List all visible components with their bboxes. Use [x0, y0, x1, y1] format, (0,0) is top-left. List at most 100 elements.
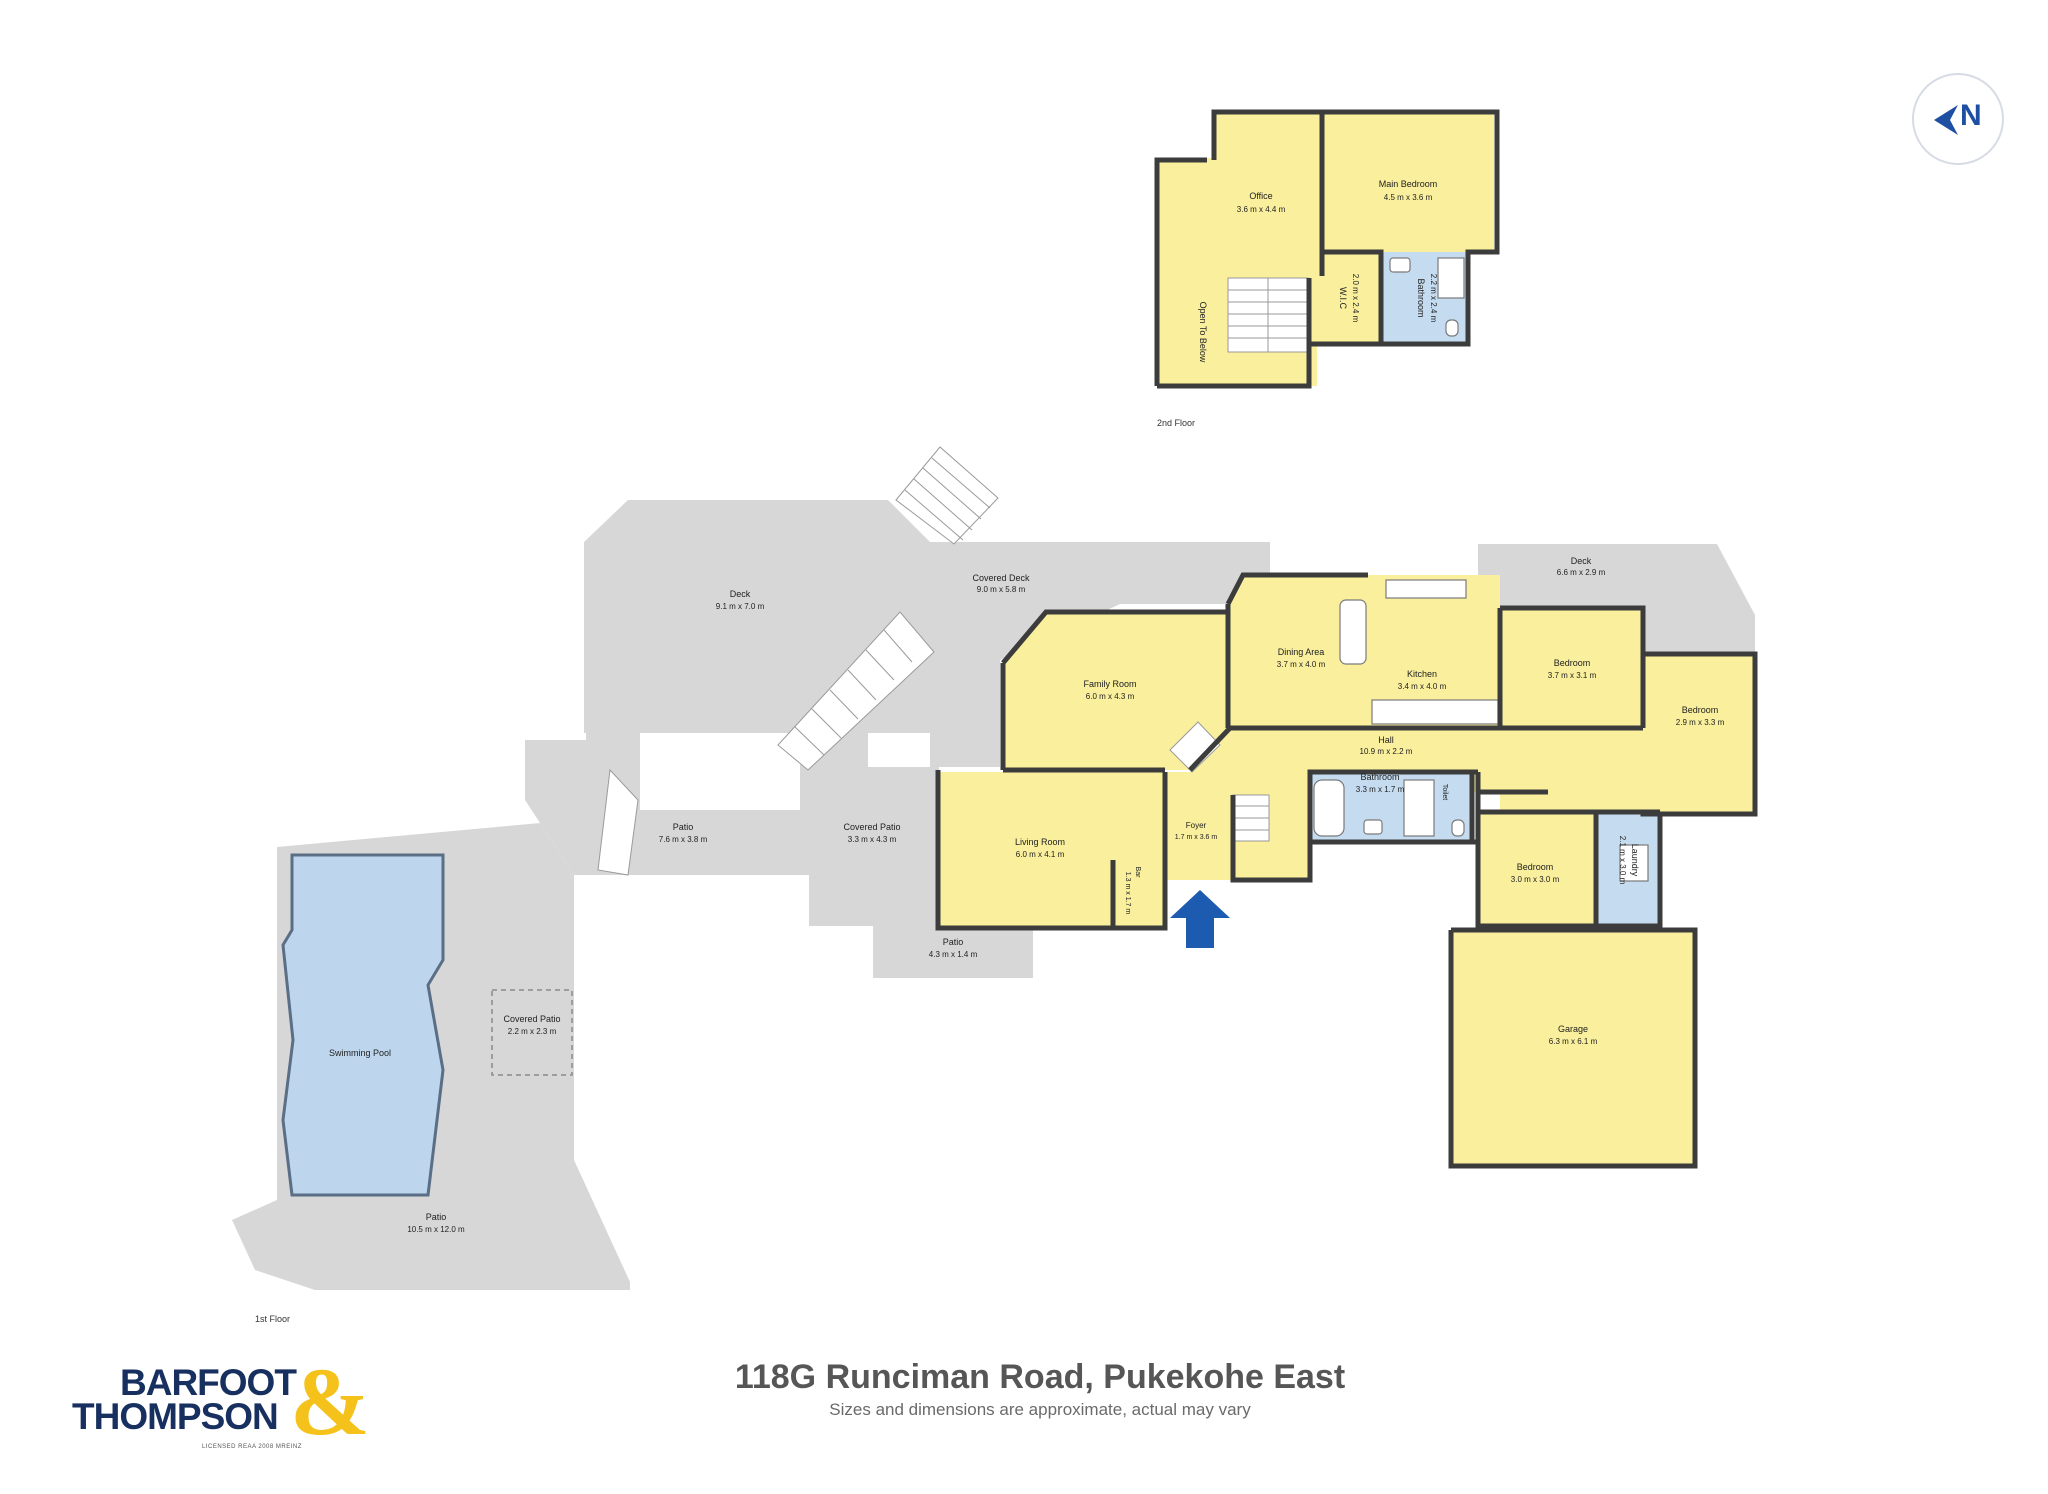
- living-room-label: Living Room: [1015, 837, 1065, 847]
- deck-side-label: Deck: [1571, 556, 1592, 566]
- first-floor-labels: Deck 9.1 m x 7.0 m Covered Deck 9.0 m x …: [255, 556, 1725, 1324]
- interior-stairs: [1169, 721, 1270, 842]
- dining-area-shape: [1228, 575, 1368, 728]
- property-address: 118G Runciman Road, Pukekohe East: [734, 1358, 1346, 1396]
- deck-main-dim: 9.1 m x 7.0 m: [716, 602, 765, 611]
- swimming-pool-shape: [281, 853, 445, 1197]
- swimming-pool-label: Swimming Pool: [329, 1048, 391, 1058]
- patio-1-label: Patio: [673, 822, 694, 832]
- garage-shape: [1451, 930, 1695, 1166]
- fixtures: [1313, 257, 1649, 882]
- bar-label: Bar: [1134, 867, 1141, 879]
- logo-line-1: BARFOOT: [120, 1362, 297, 1403]
- second-floor-label: 2nd Floor: [1157, 418, 1195, 428]
- kitchen-counter-icon: [1371, 699, 1499, 725]
- patio-1-dim: 7.6 m x 3.8 m: [659, 835, 708, 844]
- office-room: [1207, 160, 1321, 276]
- bedroom-1-shape: [1500, 608, 1643, 728]
- stair-treads-upper: [1228, 278, 1308, 352]
- patio-3-dim: 10.5 m x 12.0 m: [407, 1225, 465, 1234]
- family-room-label: Family Room: [1083, 679, 1136, 689]
- garage-dim: 6.3 m x 6.1 m: [1549, 1037, 1598, 1046]
- patio-2-dim: 4.3 m x 1.4 m: [929, 950, 978, 959]
- ensuite-label: Bathroom: [1416, 278, 1426, 317]
- logo-ampersand: &: [290, 1348, 370, 1455]
- bathroom-label: Bathroom: [1360, 772, 1399, 782]
- main-bedroom-label: Main Bedroom: [1379, 179, 1438, 189]
- bathroom-dim: 3.3 m x 1.7 m: [1356, 785, 1405, 794]
- office-label: Office: [1249, 191, 1272, 201]
- deck-main-label: Deck: [730, 589, 751, 599]
- bedroom-2-dim: 2.9 m x 3.3 m: [1676, 718, 1725, 727]
- bedroom-3-label: Bedroom: [1517, 862, 1554, 872]
- logo-line-2: THOMPSON: [72, 1396, 279, 1437]
- kitchen-dim: 3.4 m x 4.0 m: [1398, 682, 1447, 691]
- shower-icon: [1403, 779, 1435, 837]
- north-compass: N: [1912, 73, 2004, 165]
- toilet-label: Toilet: [1441, 784, 1448, 800]
- kitchen-bench-icon: [1385, 579, 1467, 599]
- bar-shape: [1113, 860, 1165, 926]
- bedroom-1-label: Bedroom: [1554, 658, 1591, 668]
- laundry-label: Laundry: [1630, 844, 1640, 877]
- open-to-below-label: Open To Below: [1198, 302, 1208, 363]
- covered-deck-dim: 9.0 m x 5.8 m: [977, 585, 1026, 594]
- disclaimer-text: Sizes and dimensions are approximate, ac…: [829, 1400, 1251, 1419]
- office-room-top: [1214, 112, 1322, 164]
- bedroom-2-shape: [1643, 654, 1755, 814]
- compass-arrow-icon: [1934, 105, 1958, 135]
- bedroom-2-label: Bedroom: [1682, 705, 1719, 715]
- deck-side-dim: 6.6 m x 2.9 m: [1557, 568, 1606, 577]
- covered-patio-1-label: Covered Patio: [843, 822, 900, 832]
- logo-licence: LICENSED REAA 2008 MREINZ: [202, 1444, 302, 1450]
- family-room-dim: 6.0 m x 4.3 m: [1086, 692, 1135, 701]
- wic-dim: 2.0 m x 2.4 m: [1351, 274, 1360, 323]
- deck-stairs: [597, 446, 999, 876]
- bar-dim: 1.3 m x 1.7 m: [1124, 872, 1131, 915]
- foyer-dim: 1.7 m x 3.6 m: [1175, 834, 1218, 841]
- deck-side-shape: [1478, 544, 1755, 654]
- first-floor-label: 1st Floor: [255, 1314, 290, 1324]
- ensuite-toilet-icon: [1445, 319, 1459, 337]
- main-bedroom-dim: 4.5 m x 3.6 m: [1384, 193, 1433, 202]
- entry-arrow-icon: [1170, 890, 1230, 948]
- brand-logo: & BARFOOT THOMPSON LICENSED REAA 2008 MR…: [70, 1354, 370, 1462]
- bathtub-icon: [1313, 779, 1345, 837]
- ensuite-sink-icon: [1389, 257, 1411, 273]
- covered-deck-label: Covered Deck: [972, 573, 1030, 583]
- bedroom-3-shape: [1478, 812, 1596, 926]
- first-floor-walls: [935, 572, 1758, 1169]
- wic-label: W.I.C: [1338, 287, 1348, 309]
- ensuite-dim: 2.2 m x 2.4 m: [1429, 274, 1438, 323]
- covered-patio-2-label: Covered Patio: [503, 1014, 560, 1024]
- garage-label: Garage: [1558, 1024, 1588, 1034]
- first-floor-interior: [935, 257, 1758, 1169]
- covered-patio-2-dim: 2.2 m x 2.3 m: [508, 1027, 557, 1036]
- ensuite-shower-icon: [1437, 257, 1465, 299]
- hall-label: Hall: [1378, 735, 1394, 745]
- kitchen-island-icon: [1339, 599, 1367, 665]
- main-bedroom-room: [1322, 112, 1494, 252]
- courtyard-gap: [640, 735, 800, 810]
- patio-2-label: Patio: [943, 937, 964, 947]
- sink-icon: [1363, 819, 1383, 835]
- toilet-icon: [1451, 819, 1465, 837]
- dining-area-label: Dining Area: [1278, 647, 1325, 657]
- second-floor-walls: [1154, 109, 1500, 389]
- laundry-dim: 2.1 m x 3.0 m: [1618, 836, 1627, 885]
- covered-patio-2-outline: [491, 989, 573, 1076]
- compass-letter: N: [1960, 99, 1982, 132]
- bedroom-1-dim: 3.7 m x 3.1 m: [1548, 671, 1597, 680]
- hall-dim: 10.9 m x 2.2 m: [1360, 747, 1413, 756]
- living-room-dim: 6.0 m x 4.1 m: [1016, 850, 1065, 859]
- dining-area-dim: 3.7 m x 4.0 m: [1277, 660, 1326, 669]
- family-room-shape: [1003, 612, 1228, 770]
- covered-patio-1-shape: [809, 767, 939, 926]
- office-dim: 3.6 m x 4.4 m: [1237, 205, 1286, 214]
- foyer-label: Foyer: [1186, 821, 1207, 830]
- first-floor-outdoor: [232, 446, 1755, 1290]
- patio-2-shape: [873, 926, 1033, 978]
- kitchen-label: Kitchen: [1407, 669, 1437, 679]
- patio-3-label: Patio: [426, 1212, 447, 1222]
